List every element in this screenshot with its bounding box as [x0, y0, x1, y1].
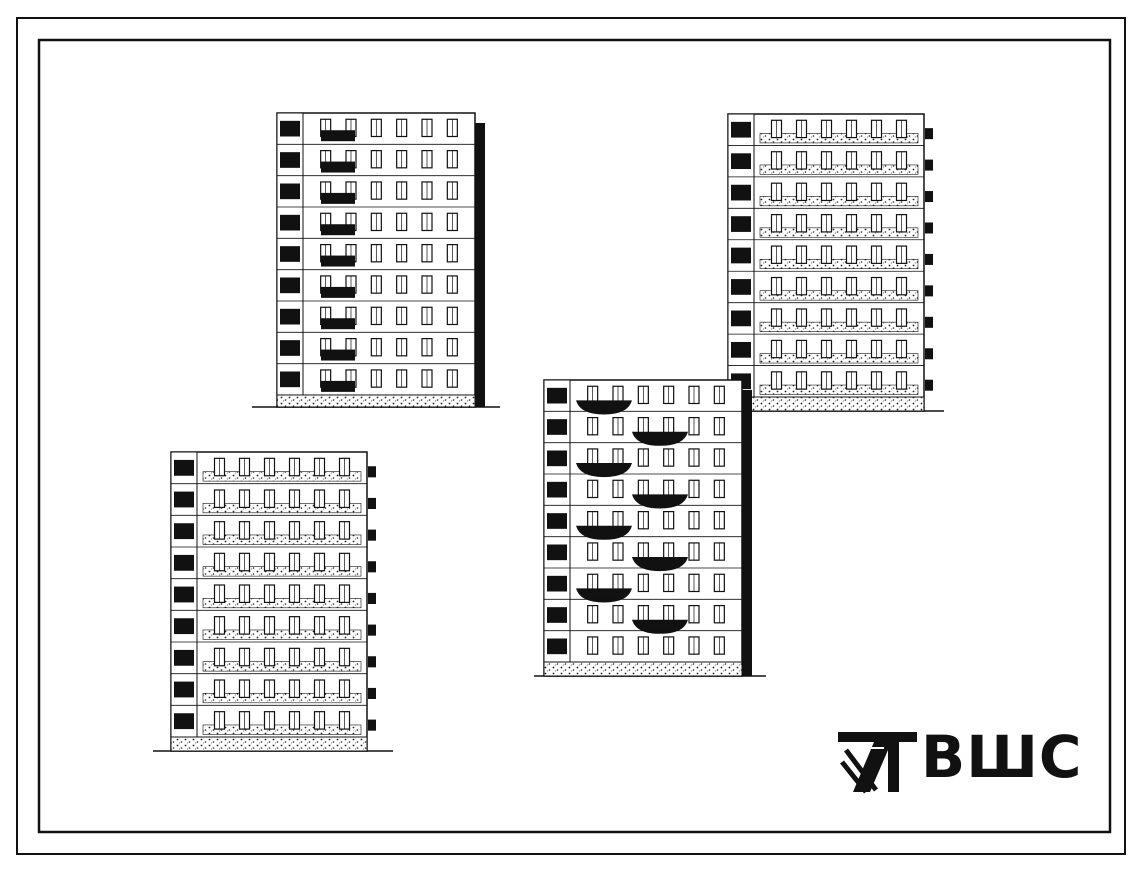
side-balcony: [925, 348, 933, 360]
balcony-band: [202, 566, 362, 577]
outer-frame: [16, 17, 1126, 855]
balcony-band: [759, 384, 919, 395]
side-balcony: [368, 466, 376, 478]
plinth: [543, 661, 743, 677]
logo-text: BШC: [921, 723, 1083, 791]
loggia: [321, 380, 355, 392]
stair-window: [731, 247, 751, 264]
stair-window: [731, 279, 751, 295]
side-balcony: [368, 719, 376, 731]
balcony-band: [202, 534, 362, 545]
stair-window: [280, 277, 300, 294]
stair-window: [731, 153, 751, 170]
stair-window: [174, 459, 194, 476]
building-bottom-center: [534, 379, 766, 677]
balcony-band: [202, 661, 362, 672]
side-balcony: [925, 128, 933, 140]
balcony-band: [202, 724, 362, 735]
loggia: [321, 286, 355, 298]
side-balcony: [368, 529, 376, 541]
stair-window: [280, 340, 300, 356]
side-shadow: [475, 123, 485, 407]
stair-window: [731, 310, 751, 327]
loggia: [321, 130, 355, 142]
stair-window: [547, 638, 567, 655]
stair-window: [280, 308, 300, 325]
building-bottom-left: [153, 451, 393, 752]
side-balcony: [368, 561, 376, 573]
balcony-band: [202, 692, 362, 704]
stair-window: [547, 575, 567, 592]
plinth: [170, 736, 368, 752]
side-balcony: [925, 159, 933, 171]
stair-window: [280, 152, 300, 168]
stair-window: [280, 120, 300, 137]
stair-window: [174, 649, 194, 666]
stair-window: [731, 216, 751, 232]
side-balcony: [925, 285, 933, 297]
inner-frame: [37, 38, 1112, 834]
loggia: [321, 318, 355, 330]
balcony-band: [202, 471, 362, 482]
stair-window: [280, 214, 300, 231]
stair-window: [174, 681, 194, 698]
side-balcony: [925, 316, 933, 328]
stair-window: [547, 607, 567, 623]
building-top-right: [718, 113, 944, 412]
balcony-band: [759, 321, 919, 332]
balcony-band: [759, 196, 919, 207]
stair-window: [547, 513, 567, 529]
loggia: [321, 224, 355, 236]
plinth: [727, 396, 925, 412]
balcony-band: [759, 258, 919, 270]
balcony-band: [202, 502, 362, 514]
balcony-band: [759, 164, 919, 175]
stair-window: [280, 371, 300, 388]
side-balcony: [925, 253, 933, 265]
stair-window: [174, 491, 194, 508]
stair-window: [731, 121, 751, 138]
stair-window: [547, 419, 567, 435]
loggia: [321, 192, 355, 204]
side-balcony: [368, 624, 376, 636]
side-balcony: [925, 222, 933, 234]
balcony-band: [202, 629, 362, 640]
loggia: [321, 255, 355, 267]
stair-window: [280, 246, 300, 262]
stair-window: [174, 618, 194, 635]
side-balcony: [925, 379, 933, 391]
balcony-band: [759, 290, 919, 301]
stair-window: [280, 183, 300, 200]
side-shadow: [742, 390, 752, 676]
side-balcony: [368, 592, 376, 604]
side-balcony: [368, 656, 376, 668]
stair-window: [174, 554, 194, 571]
stair-window: [174, 586, 194, 603]
stair-window: [731, 341, 751, 358]
side-balcony: [368, 687, 376, 699]
stair-window: [547, 544, 567, 561]
loggia: [321, 349, 355, 361]
building-top-left: [252, 112, 500, 408]
balcony-band: [759, 133, 919, 144]
side-balcony: [368, 497, 376, 509]
balcony-band: [759, 353, 919, 364]
stamp-mark-icon: [838, 732, 917, 794]
balcony-band: [759, 227, 919, 238]
loggia: [321, 161, 355, 173]
stair-window: [174, 523, 194, 540]
balcony-band: [202, 597, 362, 609]
stair-window: [547, 387, 567, 404]
stair-window: [731, 184, 751, 201]
stair-window: [547, 481, 567, 498]
side-balcony: [925, 191, 933, 203]
stair-window: [174, 713, 194, 730]
stair-window: [547, 450, 567, 467]
plinth: [276, 394, 476, 408]
